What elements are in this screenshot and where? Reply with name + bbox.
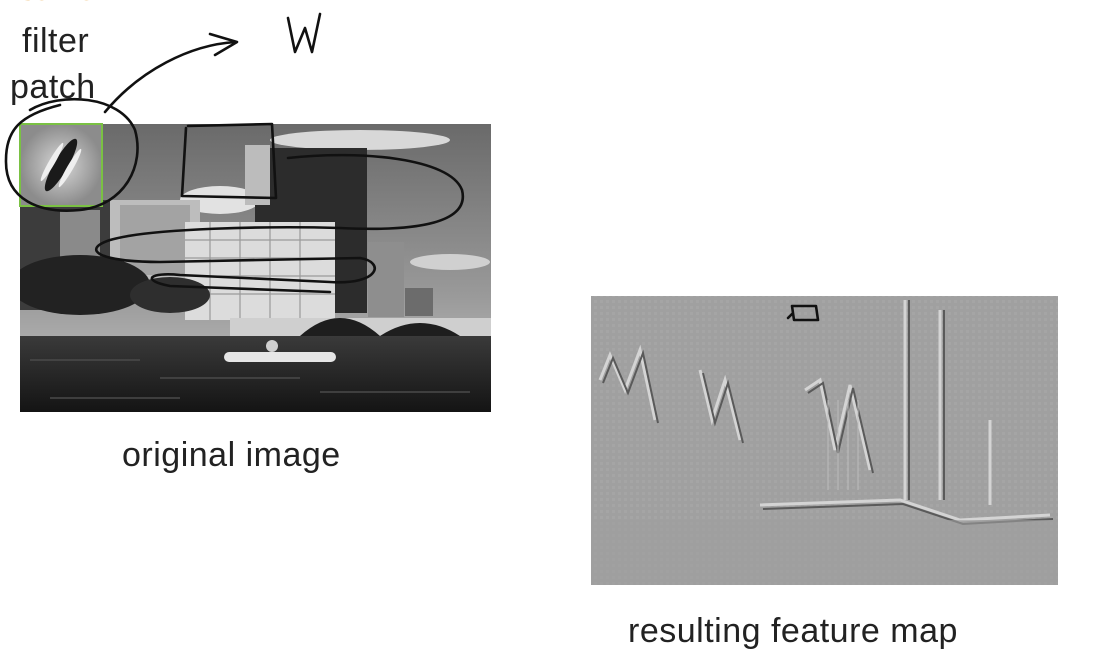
ink-rect-2 xyxy=(790,304,820,322)
feature-map-image xyxy=(591,296,1058,585)
ink-w-letter xyxy=(286,12,322,54)
top-cropped-text: same xyxy=(20,0,95,6)
original-image-caption: original image xyxy=(122,436,341,474)
ink-rect-1 xyxy=(180,122,278,200)
ink-scribble-path xyxy=(95,153,465,294)
ink-circle-filter xyxy=(4,97,139,212)
ink-arrow xyxy=(103,40,237,114)
filter-patch xyxy=(19,123,103,207)
handwritten-annotations xyxy=(4,12,820,322)
feature-map-caption: resulting feature map xyxy=(628,612,958,650)
filter-label-line1: filter xyxy=(22,22,90,60)
